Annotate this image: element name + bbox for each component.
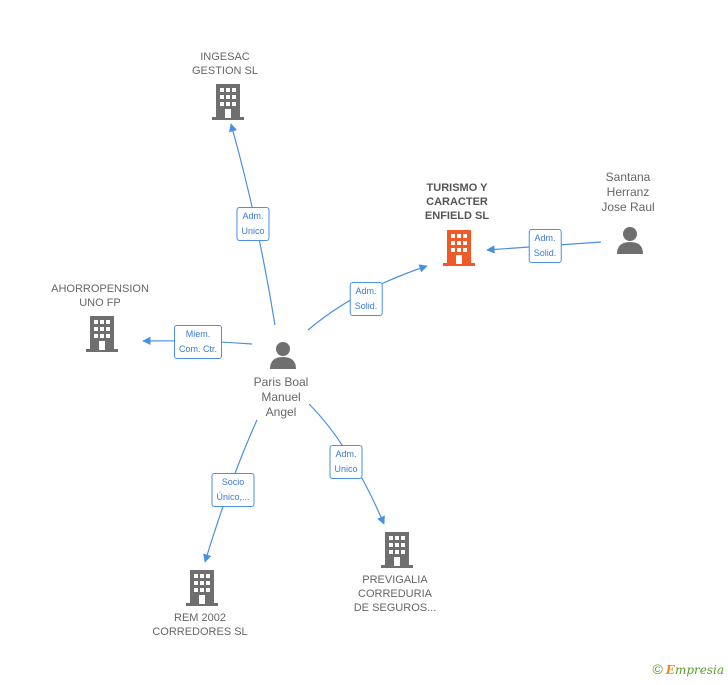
ingesac-label: INGESAC GESTION SL	[191, 51, 259, 77]
building-icon-ahorropension[interactable]	[86, 316, 118, 352]
relation-paris-ingesac[interactable]: Adm. Unico	[236, 207, 270, 241]
empresia-logo: Empresia	[665, 663, 724, 677]
relation-santana-turismo[interactable]: Adm. Solid.	[528, 229, 562, 263]
building-icon-previgalia[interactable]	[381, 532, 413, 568]
person-icon-santana[interactable]	[615, 225, 645, 255]
relation-paris-rem[interactable]: Socio Único,...	[211, 473, 255, 507]
relation-paris-previgalia[interactable]: Adm. Unico	[329, 445, 363, 479]
ahorropension-label: AHORROPENSION UNO FP	[51, 283, 149, 309]
building-icon-turismo[interactable]	[443, 230, 475, 266]
santana-label: Santana Herranz Jose Raul	[601, 170, 655, 214]
building-icon-ingesac[interactable]	[212, 84, 244, 120]
paris-label: Paris Boal Manuel Angel	[253, 375, 309, 419]
copyright-icon: ©	[652, 661, 663, 677]
relation-paris-turismo[interactable]: Adm. Solid.	[349, 282, 383, 316]
empresia-watermark: ©Empresia	[652, 661, 724, 677]
previgalia-label: PREVIGALIA CORREDURIA DE SEGUROS...	[353, 574, 437, 614]
turismo-label: TURISMO Y CARACTER ENFIELD SL	[424, 182, 490, 222]
person-icon-paris[interactable]	[268, 340, 298, 370]
building-icon-rem[interactable]	[186, 570, 218, 606]
relation-paris-ahorropension[interactable]: Miem. Com. Ctr.	[173, 325, 223, 359]
rem-label: REM 2002 CORREDORES SL	[152, 612, 248, 638]
